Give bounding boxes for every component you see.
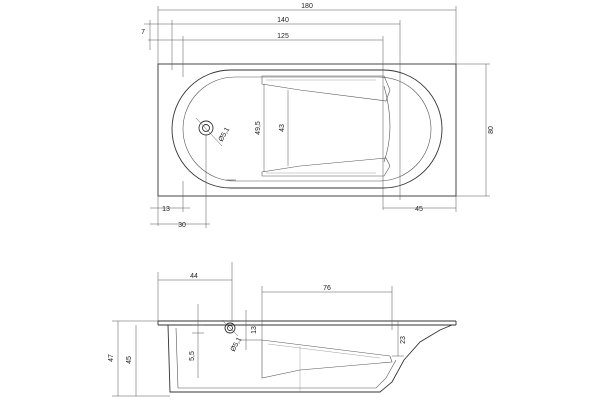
side-tub-body [167, 324, 453, 393]
dim-offset-30: 30 [178, 222, 186, 229]
dim-overall-width: 80 [488, 126, 495, 134]
dim-overall-length: 180 [301, 3, 313, 10]
side-view: Ø5,1 44 76 47 45 5,5 13 23 [108, 262, 457, 397]
tub-outer-outline [157, 63, 457, 197]
dim-side-height-47: 47 [108, 354, 115, 362]
tub-basin-inner-outline [182, 76, 432, 182]
plan-drain-icon [195, 117, 223, 147]
dim-side-height-45: 45 [126, 356, 133, 364]
side-drain-diameter-label: Ø5,1 [230, 336, 244, 353]
dim-side-length-76: 76 [323, 285, 331, 292]
dim-side-depth-55: 5,5 [189, 351, 196, 361]
dim-side-rim-13: 13 [251, 326, 258, 334]
dim-side-drain-offset-44: 44 [190, 273, 198, 280]
side-backrest-slope [261, 339, 393, 379]
tub-basin-outline [171, 69, 443, 189]
dim-offset-7: 7 [141, 29, 145, 36]
plan-view: Ø5,1 180 140 125 7 80 49,5 43 [141, 3, 495, 229]
dim-offset-13: 13 [162, 206, 170, 213]
dim-side-height-23: 23 [400, 336, 407, 344]
backrest-shape [261, 75, 391, 177]
dim-inner-length-140: 140 [277, 17, 289, 24]
plan-drain-diameter-label: Ø5,1 [218, 126, 232, 143]
dim-inner-width-495: 49,5 [255, 121, 262, 135]
dim-inner-width-43: 43 [279, 124, 286, 132]
side-drain-icon [221, 319, 239, 337]
dim-backrest-45: 45 [415, 206, 423, 213]
dim-inner-length-125: 125 [277, 33, 289, 40]
